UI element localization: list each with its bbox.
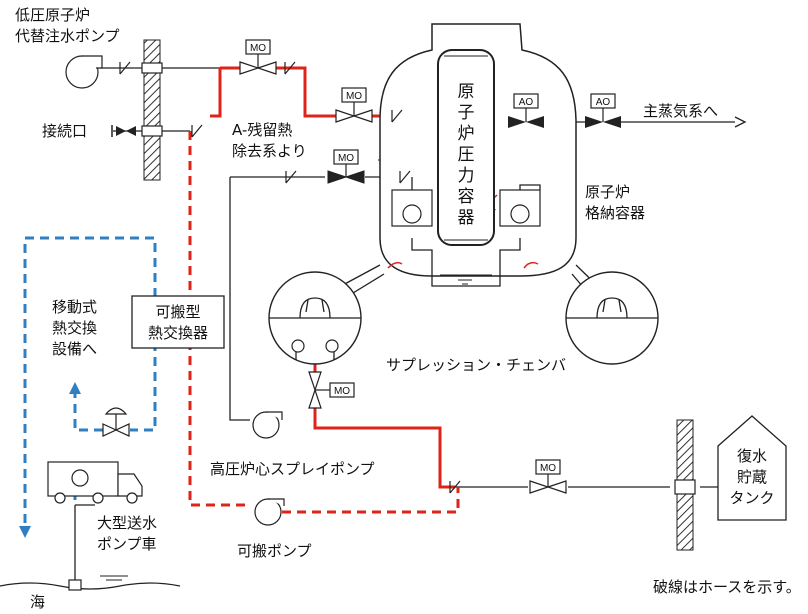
label-rhr-2: 除去系より — [232, 142, 307, 160]
label-mobile-hx-2: 熱交換 — [52, 319, 97, 337]
svg-text:MO: MO — [334, 386, 350, 397]
svg-text:子: 子 — [458, 103, 475, 123]
connection-port-valve — [111, 125, 136, 137]
label-lp-pump: 低圧原子炉 — [15, 6, 90, 24]
hpcs-pump — [252, 411, 283, 439]
mo-valve-lp-discharge: MO — [239, 39, 277, 75]
downcomer-right — [596, 297, 628, 319]
ao-valve-outboard: AO — [585, 93, 621, 128]
pump-truck — [47, 461, 143, 504]
label-rpv: 原 子 炉 圧 力 容 器 — [458, 82, 475, 228]
svg-text:MO: MO — [250, 43, 266, 54]
recirc-pump-right — [499, 189, 541, 227]
svg-text:力: 力 — [458, 166, 475, 186]
ao-valve-inboard: AO — [508, 93, 544, 128]
label-sea: 海 — [30, 593, 45, 611]
label-suppression-chamber: サプレッション・チェンバ — [386, 356, 566, 374]
label-rhr: A-残留熱 — [232, 121, 292, 139]
label-main-steam: 主蒸気系へ — [643, 102, 718, 120]
label-cst-2: 貯蔵 — [737, 468, 767, 486]
condensate-storage-tank — [717, 415, 787, 521]
label-truck: 大型送水 — [97, 514, 157, 532]
label-mobile-hx-3: 設備へ — [52, 340, 97, 358]
label-cst: 復水 — [737, 447, 767, 465]
svg-text:原: 原 — [458, 82, 475, 102]
label-portable-pump: 可搬ポンプ — [237, 542, 312, 560]
svg-text:容: 容 — [458, 187, 475, 207]
svg-text:MO: MO — [540, 463, 556, 474]
low-pressure-alternate-injection-pump — [65, 55, 103, 89]
label-note: 破線はホースを示す。 — [653, 578, 801, 596]
label-cst-3: タンク — [729, 489, 774, 507]
svg-text:圧: 圧 — [458, 145, 475, 165]
label-mobile-hx: 移動式 — [52, 298, 97, 316]
label-truck-2: ポンプ車 — [97, 535, 157, 553]
label-portable-hx: 可搬型 — [155, 303, 200, 321]
building-wall-left — [143, 39, 161, 181]
recirc-pump-left — [391, 189, 433, 227]
reactor-pressure-vessel — [437, 49, 495, 246]
label-pcv: 原子炉 — [585, 183, 630, 201]
sea-intake — [0, 575, 181, 591]
svg-text:AO: AO — [519, 97, 534, 108]
hose-red-dashed — [188, 131, 460, 514]
portable-heat-exchanger — [131, 295, 225, 349]
label-connection-port: 接続口 — [42, 122, 87, 140]
svg-text:MO: MO — [338, 153, 354, 164]
mobile-hx-control-valve — [102, 407, 130, 437]
mo-valve-hpcs: MO — [308, 371, 355, 409]
label-lp-pump-2: 代替注水ポンプ — [15, 27, 120, 45]
svg-text:器: 器 — [458, 208, 475, 228]
mo-valve-rhr: MO — [327, 149, 365, 184]
mo-valve-rpv-injection: MO — [335, 87, 373, 123]
svg-text:AO: AO — [596, 97, 611, 108]
svg-text:炉: 炉 — [458, 124, 475, 144]
label-portable-hx-2: 熱交換器 — [148, 324, 208, 342]
portable-pump — [254, 498, 285, 526]
label-pcv-2: 格納容器 — [585, 204, 645, 222]
label-hpcs-pump: 高圧炉心スプレイポンプ — [210, 460, 375, 478]
mo-valve-cst: MO — [529, 459, 567, 494]
svg-text:MO: MO — [346, 91, 362, 102]
downcomer-left — [299, 297, 331, 319]
